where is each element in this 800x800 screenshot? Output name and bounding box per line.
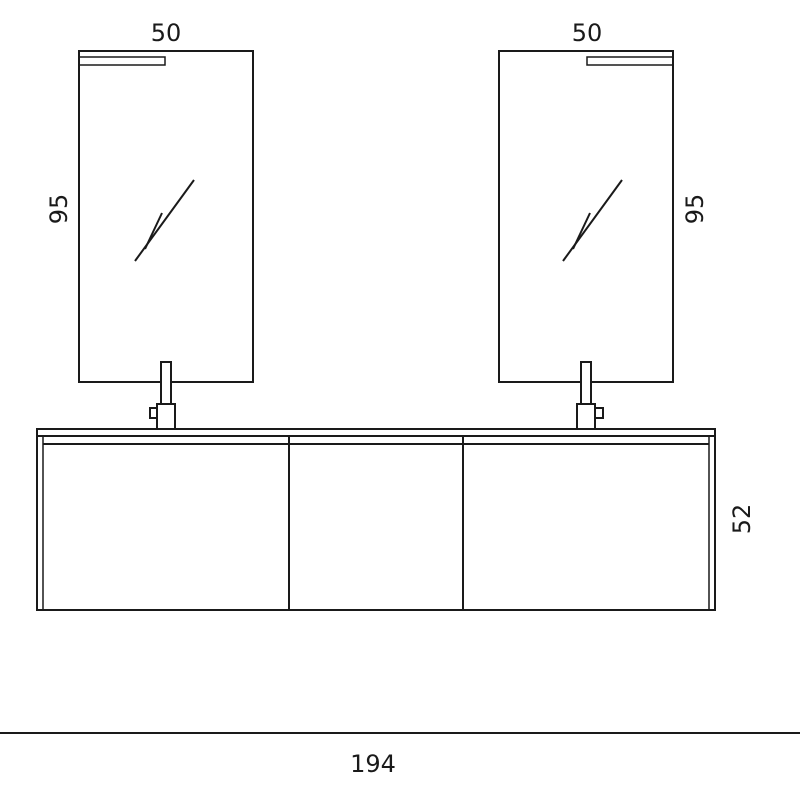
cabinet-outline bbox=[36, 428, 716, 611]
faucet-right bbox=[576, 361, 604, 430]
mirror-right-light-bar bbox=[586, 56, 674, 66]
mirror-right-frame bbox=[498, 50, 674, 383]
total-width-label: 194 bbox=[350, 750, 396, 778]
mirror-left-reflection bbox=[134, 179, 195, 262]
mirror-left-width-label: 50 bbox=[151, 19, 182, 47]
cabinet-height-label: 52 bbox=[728, 504, 756, 535]
mirror-left-height-label: 95 bbox=[45, 194, 73, 225]
mirror-left-frame bbox=[78, 50, 254, 383]
mirror-left bbox=[78, 50, 254, 383]
mirror-right-height-label: 95 bbox=[681, 194, 709, 225]
mirror-right-reflection bbox=[562, 179, 623, 262]
faucet-left bbox=[149, 361, 176, 430]
mirror-right-width-label: 50 bbox=[572, 19, 603, 47]
mirror-right bbox=[498, 50, 674, 383]
mirror-left-light-bar bbox=[78, 56, 166, 66]
vanity-cabinet bbox=[36, 428, 716, 611]
